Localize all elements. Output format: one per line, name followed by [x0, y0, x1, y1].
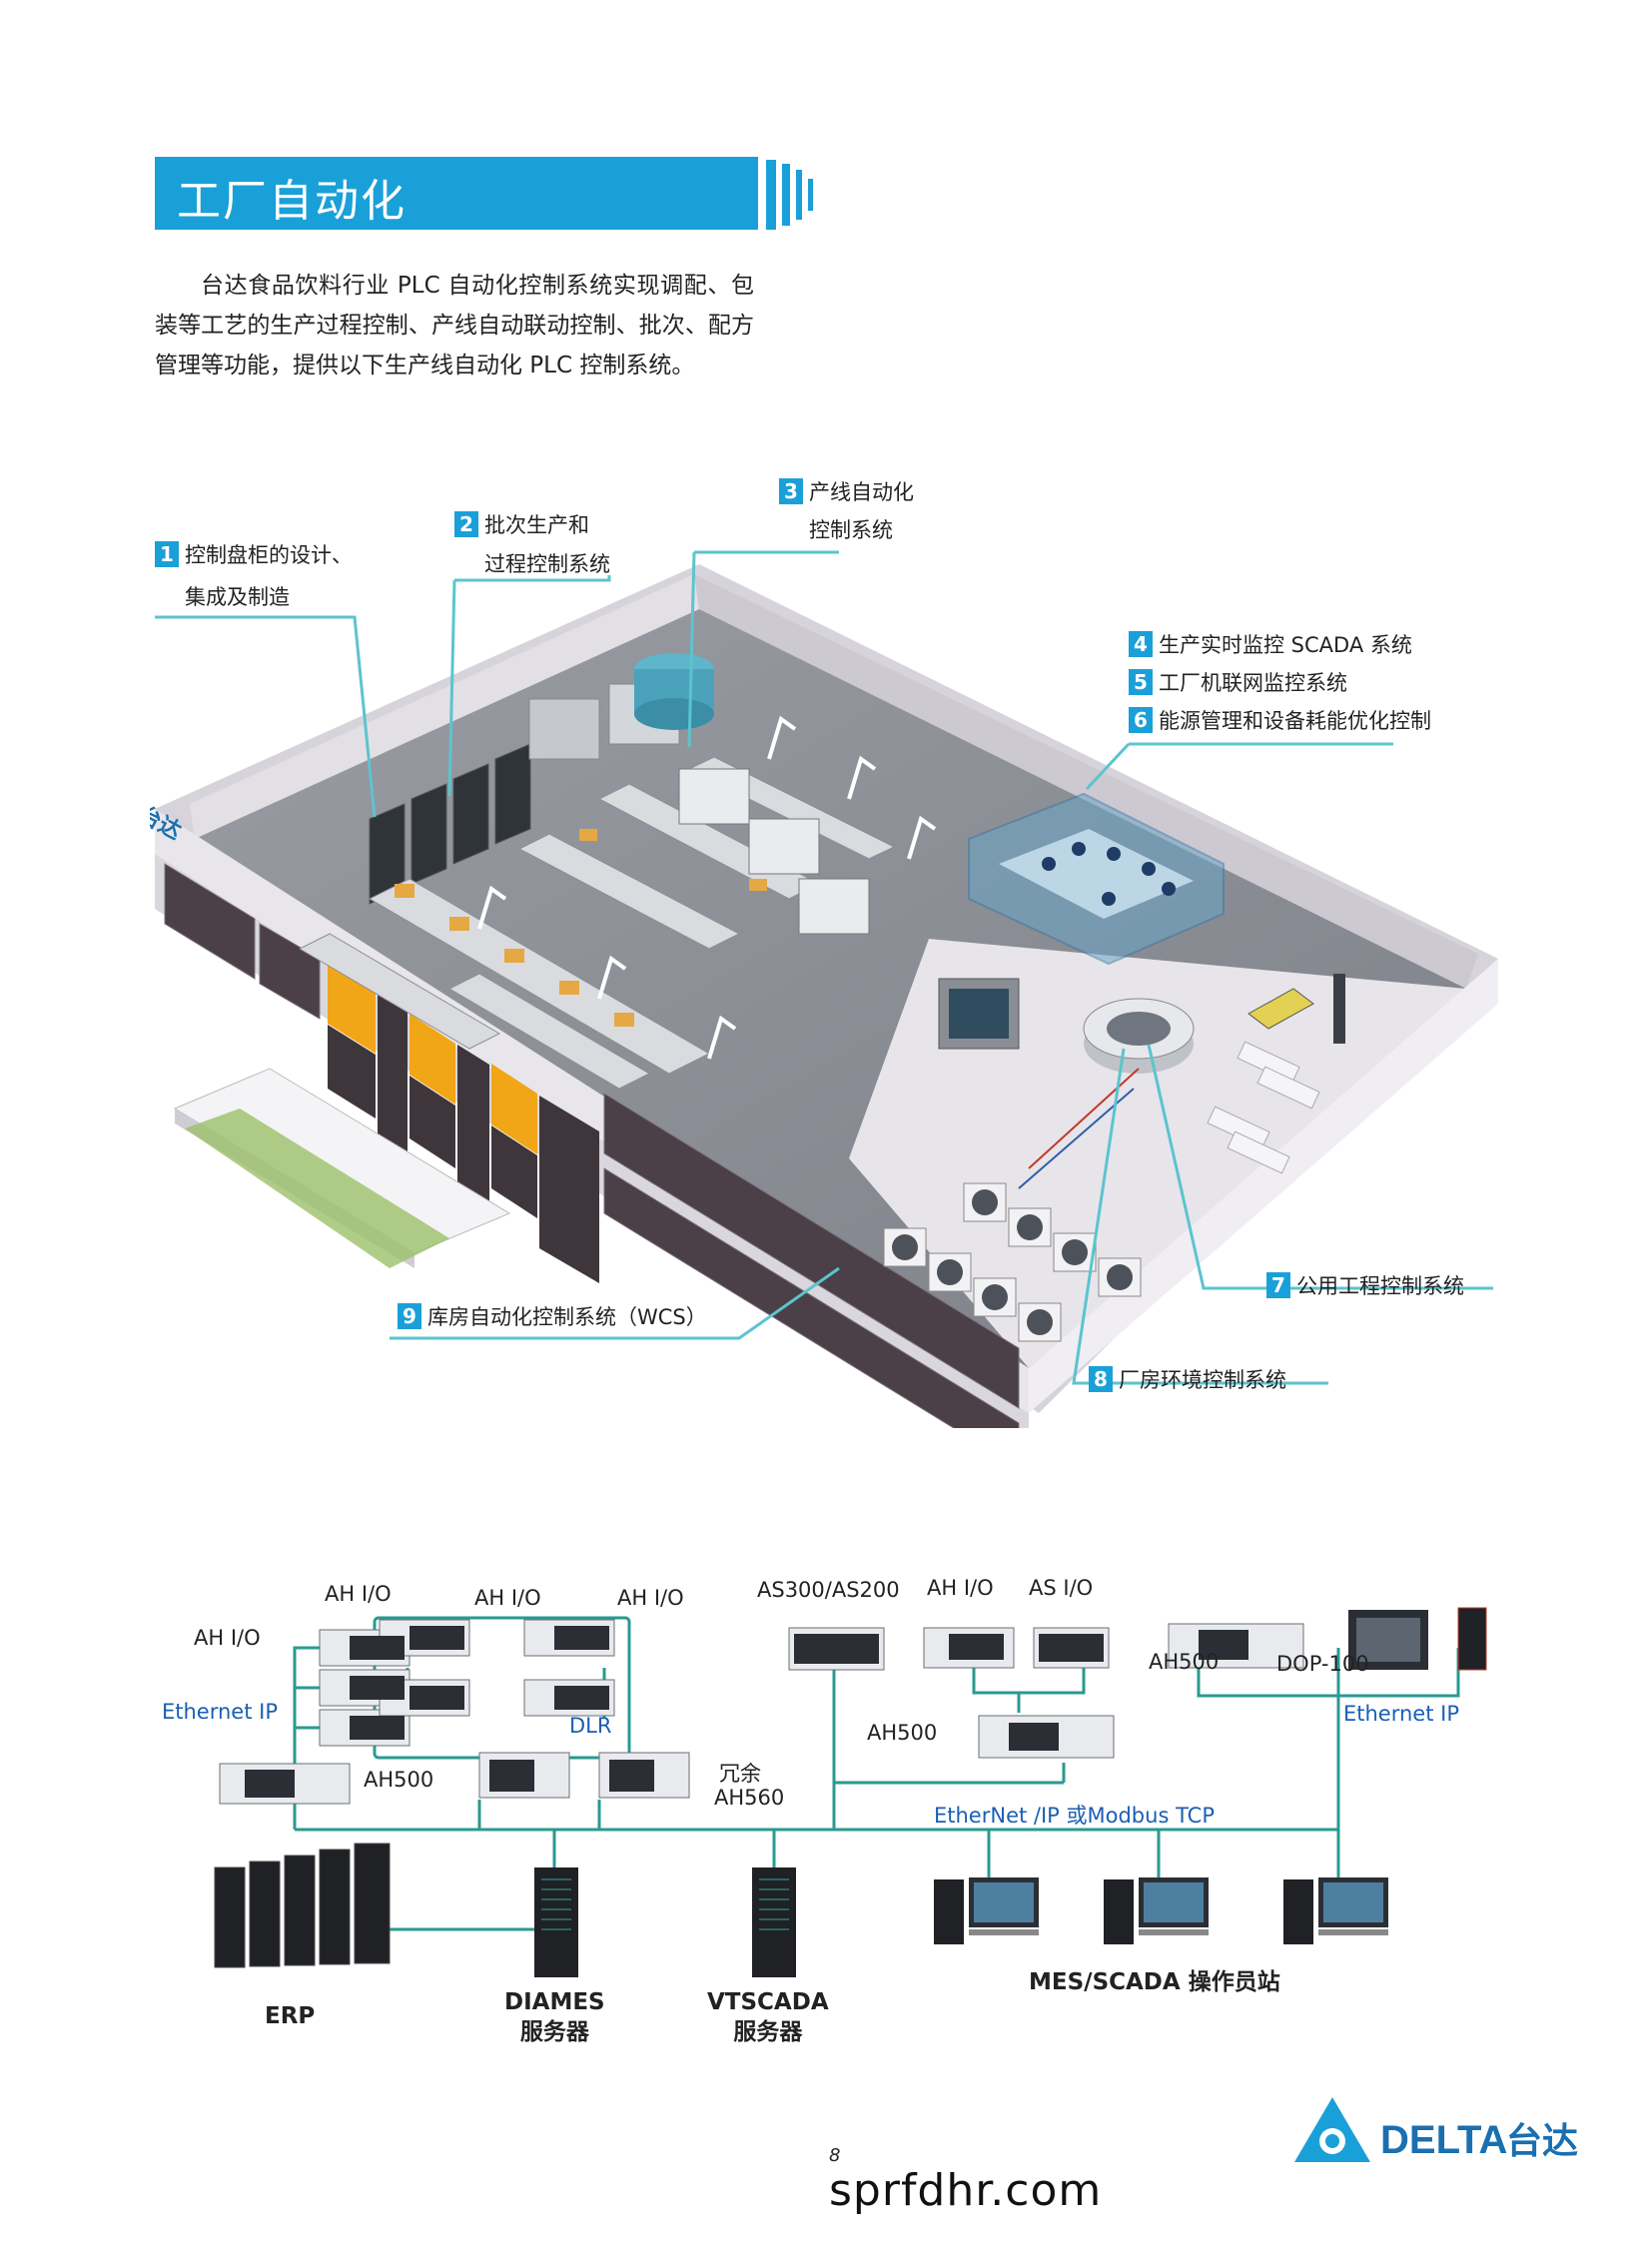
label-ah-io-top: AH I/O	[325, 1582, 392, 1606]
callout-6-label: 能源管理和设备耗能优化控制	[1159, 709, 1431, 733]
factory-illustration: DELTA 台达	[68, 469, 1498, 1469]
callout-9-number: 9	[398, 1303, 421, 1329]
callout-4: 4 生产实时监控 SCADA 系统	[1129, 629, 1412, 659]
callout-5: 5 工厂机联网监控系统	[1129, 667, 1347, 697]
delta-triangle-icon: DELTA 台达	[1294, 2097, 1578, 2162]
callout-6-number: 6	[1129, 707, 1153, 733]
network-diagram: AH I/O AH I/O Ethernet IP AH500 AH I/O A…	[150, 1568, 1498, 2087]
callout-1-number: 1	[155, 541, 179, 567]
section-title-bar: 工厂自动化	[155, 157, 758, 230]
callout-8-label: 厂房环境控制系统	[1119, 1368, 1286, 1392]
callout-9-label: 库房自动化控制系统（WCS）	[427, 1305, 707, 1329]
label-ah-io-right: AH I/O	[927, 1576, 994, 1600]
network-topology-graphic	[214, 1607, 1487, 1977]
callout-2-number: 2	[454, 511, 478, 537]
label-dlr: DLR	[569, 1714, 612, 1738]
callout-9: 9 库房自动化控制系统（WCS）	[398, 1301, 707, 1331]
callout-7-number: 7	[1266, 1272, 1290, 1298]
title-stripes-decoration	[766, 160, 826, 230]
page-number: 8	[829, 2145, 841, 2166]
label-erp: ERP	[265, 2003, 316, 2029]
label-ah-io-mid2: AH I/O	[617, 1586, 684, 1610]
delta-logo: DELTA 台达	[1294, 2097, 1594, 2167]
label-vtscada: VTSCADA 服务器	[707, 1989, 829, 2045]
callout-3-label-2: 控制系统	[809, 518, 893, 542]
callout-1-label: 控制盘柜的设计、	[185, 543, 353, 567]
callout-7: 7 公用工程控制系统	[1266, 1270, 1464, 1300]
label-ethernet-modbus: EtherNet /IP 或Modbus TCP	[934, 1804, 1215, 1828]
label-diames: DIAMES 服务器	[504, 1989, 605, 2045]
label-dop100: DOP-100	[1276, 1652, 1369, 1676]
factory-building-graphic: DELTA 台达	[68, 550, 1498, 1469]
label-as300: AS300/AS200	[757, 1578, 900, 1602]
callout-4-label: 生产实时监控 SCADA 系统	[1159, 633, 1412, 657]
watermark: sprfdhr.com	[829, 2165, 1103, 2216]
intro-paragraph: 台达食品饮料行业 PLC 自动化控制系统实现调配、包装等工艺的生产过程控制、产线…	[155, 273, 754, 378]
callout-1: 1 控制盘柜的设计、	[155, 539, 353, 569]
callout-2-label: 批次生产和	[484, 513, 589, 537]
label-ah500-mid: AH500	[867, 1721, 938, 1745]
label-as-io: AS I/O	[1029, 1576, 1094, 1600]
label-ah560: AH560	[714, 1786, 785, 1810]
label-ah-io-mid1: AH I/O	[474, 1586, 541, 1610]
label-ethernet-ip-left: Ethernet IP	[162, 1700, 278, 1724]
callout-6: 6 能源管理和设备耗能优化控制	[1129, 705, 1431, 735]
brand-name-cn: 台达	[1506, 2121, 1578, 2162]
brand-name: DELTA	[1380, 2118, 1507, 2162]
callout-3-number: 3	[779, 478, 803, 504]
label-ethernet-ip-right: Ethernet IP	[1343, 1702, 1459, 1726]
label-ah-io-left: AH I/O	[194, 1626, 261, 1650]
callout-8-number: 8	[1089, 1366, 1113, 1392]
callout-2-label-2: 过程控制系统	[484, 552, 610, 576]
callout-1-label-2: 集成及制造	[185, 585, 290, 609]
callout-8: 8 厂房环境控制系统	[1089, 1364, 1286, 1394]
callout-2: 2 批次生产和	[454, 509, 589, 539]
label-mes-scada: MES/SCADA 操作员站	[1029, 1969, 1280, 1995]
callout-7-label: 公用工程控制系统	[1296, 1274, 1464, 1298]
label-redundant: 冗余	[719, 1762, 761, 1786]
callout-5-label: 工厂机联网监控系统	[1159, 671, 1347, 695]
section-title: 工厂自动化	[177, 176, 407, 227]
callout-4-number: 4	[1129, 631, 1153, 657]
callout-3-label: 产线自动化	[809, 480, 914, 504]
callout-3: 3 产线自动化	[779, 476, 914, 506]
label-ah500-left: AH500	[364, 1768, 434, 1792]
label-ah500-right: AH500	[1149, 1650, 1220, 1674]
callout-5-number: 5	[1129, 669, 1153, 695]
